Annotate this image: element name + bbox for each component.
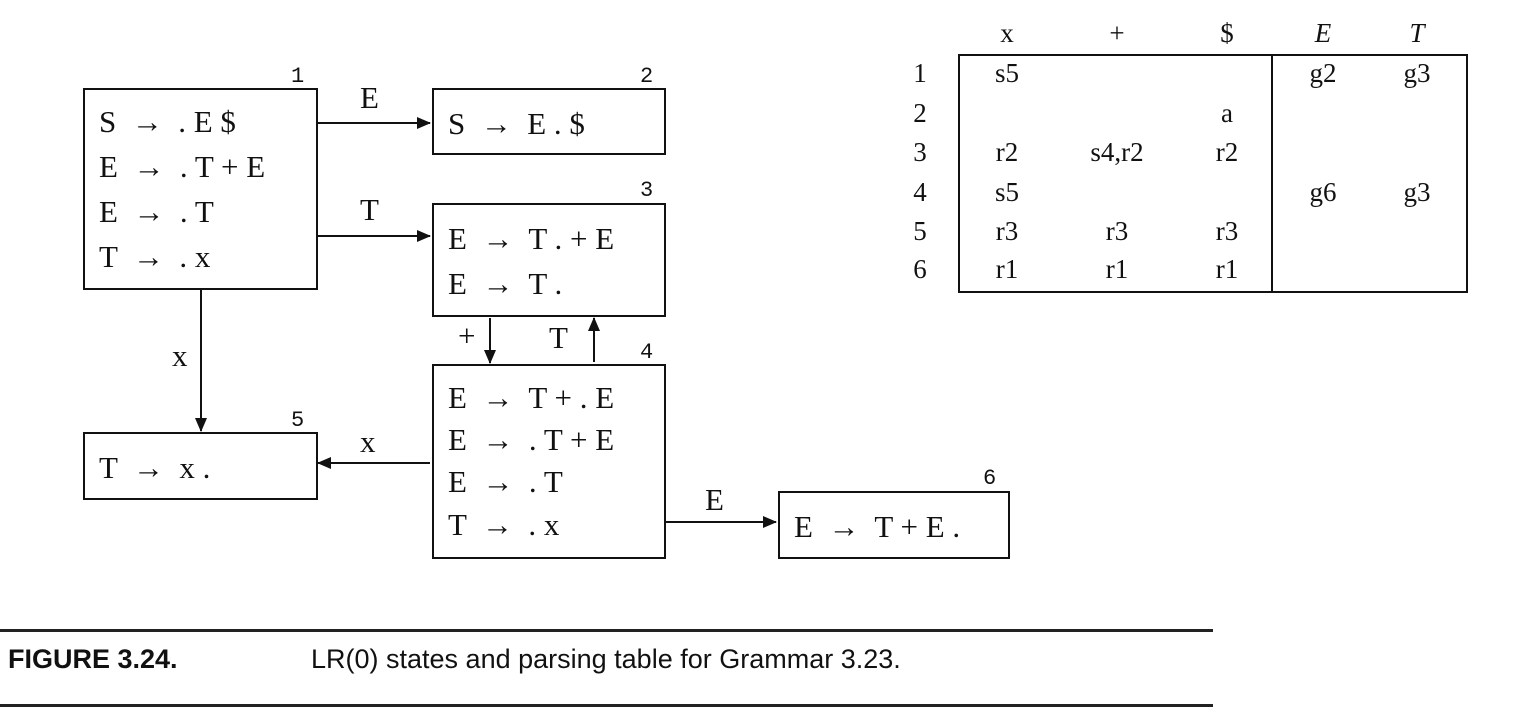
table-cell: a (1221, 98, 1233, 128)
state-2-number: 2 (640, 64, 654, 89)
state-4-item: E → . T (448, 464, 563, 499)
table-cell: g3 (1403, 58, 1431, 88)
table-divider (1271, 54, 1273, 293)
table-cell: g2 (1309, 58, 1337, 88)
figure-label: FIGURE 3.24. (8, 644, 178, 674)
caption-rule-bottom (0, 704, 1213, 707)
state-5-item: T → x . (99, 450, 211, 485)
edge-label-1-3: T (360, 192, 379, 227)
edge-label-3-4: + (458, 318, 476, 353)
state-1-item: E → . T (99, 194, 214, 229)
state-3-item: E → T . + E (448, 221, 615, 256)
table-header: + (1109, 18, 1125, 48)
state-6: E → T + E . (778, 491, 1010, 559)
table-cell: r2 (1215, 137, 1239, 167)
state-3: E → T . + E E → T . (432, 203, 666, 317)
state-5: T → x . (83, 432, 318, 500)
state-6-number: 6 (983, 466, 997, 491)
state-1-number: 1 (291, 64, 305, 89)
table-cell: r3 (1215, 216, 1239, 246)
state-5-number: 5 (291, 408, 305, 433)
table-frame (958, 54, 1468, 293)
table-cell: r1 (1215, 254, 1239, 284)
table-row-label: 1 (913, 58, 927, 88)
table-cell: g6 (1309, 177, 1337, 207)
state-1: S → . E $ E → . T + E E → . T T → . x (83, 88, 318, 290)
state-1-item: E → . T + E (99, 149, 266, 184)
table-header: E (1314, 18, 1332, 48)
state-4-item: E → . T + E (448, 422, 615, 457)
state-4-item: T → . x (448, 507, 560, 542)
caption-rule-top (0, 629, 1213, 632)
table-row-label: 5 (913, 216, 927, 246)
edge-label-4-3: T (549, 320, 568, 355)
figure-caption: LR(0) states and parsing table for Gramm… (311, 644, 901, 674)
table-cell: r3 (995, 216, 1019, 246)
edge-label-4-5: x (360, 424, 376, 459)
state-3-item: E → T . (448, 266, 563, 301)
table-cell: s4,r2 (1090, 137, 1144, 167)
table-cell: r1 (1105, 254, 1129, 284)
state-1-item: T → . x (99, 239, 211, 274)
state-4: E → T + . E E → . T + E E → . T T → . x (432, 364, 666, 559)
table-header: T (1409, 18, 1425, 48)
table-cell: g3 (1403, 177, 1431, 207)
state-4-item: E → T + . E (448, 380, 615, 415)
table-cell: r3 (1105, 216, 1129, 246)
edge-label-1-2: E (360, 80, 379, 115)
table-header: $ (1220, 18, 1234, 48)
edge-label-4-6: E (705, 482, 724, 517)
table-row-label: 4 (913, 177, 927, 207)
table-cell: r2 (995, 137, 1019, 167)
state-1-item: S → . E $ (99, 104, 236, 139)
table-cell: s5 (994, 58, 1019, 88)
table-cell: r1 (995, 254, 1019, 284)
edge-label-1-5: x (172, 338, 188, 373)
state-2-item: S → E . $ (448, 106, 585, 141)
table-row-label: 3 (913, 137, 927, 167)
state-6-item: E → T + E . (794, 509, 961, 544)
table-row-label: 2 (913, 98, 927, 128)
table-header: x (1000, 18, 1014, 48)
state-4-number: 4 (640, 340, 654, 365)
table-row-label: 6 (913, 254, 927, 284)
state-3-number: 3 (640, 178, 654, 203)
state-2: S → E . $ (432, 88, 666, 155)
table-cell: s5 (994, 177, 1019, 207)
